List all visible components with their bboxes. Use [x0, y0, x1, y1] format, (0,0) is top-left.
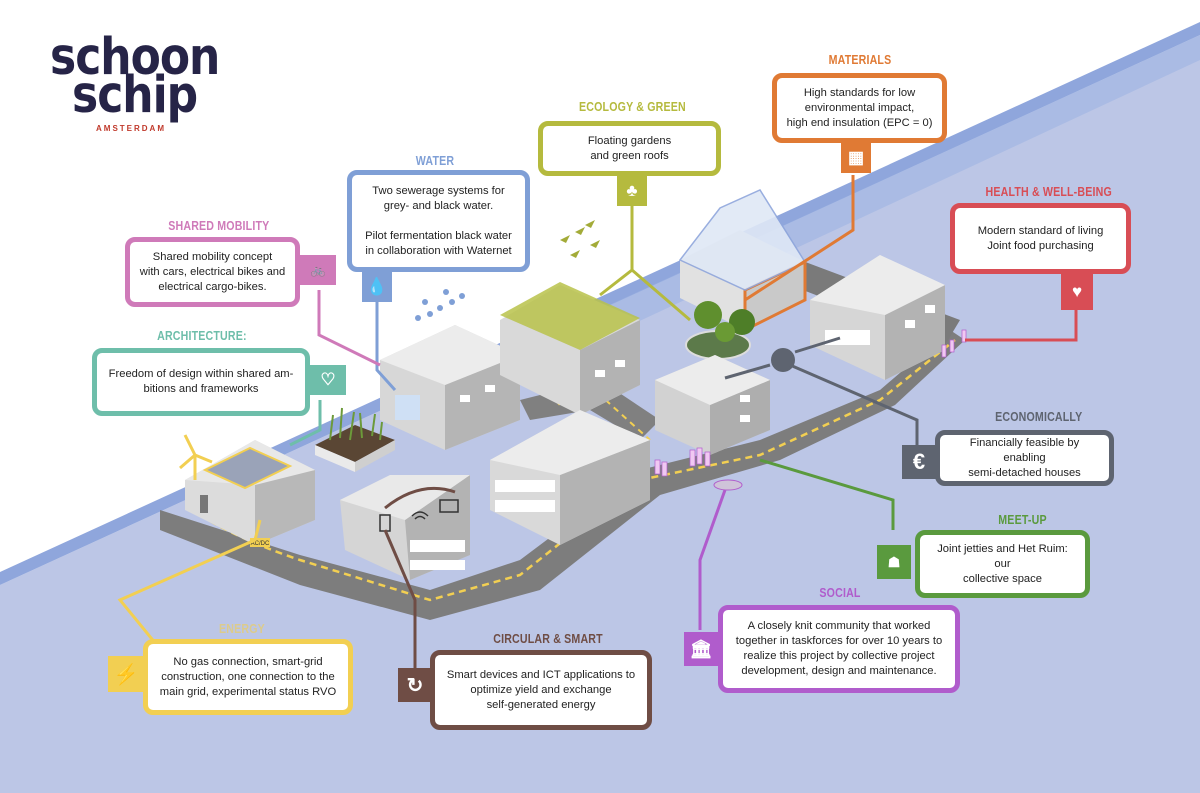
acdc-converter [250, 538, 270, 547]
connector-health [965, 310, 1078, 342]
heartbeat-icon: ♥ [1061, 274, 1093, 310]
exchange-arrows [724, 336, 841, 380]
house-water [380, 325, 520, 450]
architecture-box: Freedom of design within shared am- biti… [92, 348, 310, 416]
architecture-title: ARCHITECTURE: [157, 329, 247, 343]
connector-energy [117, 519, 262, 656]
wifi-icon [411, 511, 429, 520]
water-drop-icon: 💧 [362, 272, 392, 302]
connector-water [375, 300, 397, 392]
house-energy [185, 440, 315, 545]
connector-architecture [289, 400, 322, 447]
energy-title: ENERGY [219, 622, 265, 636]
far-water-strip [445, 35, 1200, 400]
social-box: A closely knit community that worked tog… [718, 605, 960, 693]
connector-circular [383, 529, 417, 670]
meetup-box: Joint jetties and Het Ruim: our collecti… [915, 530, 1090, 598]
logo-line-1: schoon [50, 27, 220, 87]
birds [560, 220, 600, 258]
euro-exchange-icon [771, 348, 795, 372]
economically-box: Financially feasible by enabling semi-de… [935, 430, 1114, 486]
euro-icon: € [902, 445, 936, 479]
logo-line-2: schip [72, 65, 198, 125]
ecology-box: Floating gardens and green roofs [538, 121, 721, 176]
connector-social [698, 489, 727, 630]
mobility-box: Shared mobility concept with cars, elect… [125, 237, 300, 307]
connector-ecology-2 [631, 268, 691, 322]
house-economic-left [655, 355, 770, 455]
schoonschip-logo: schoon schip AMSTERDAM [50, 27, 220, 133]
materials-title: MATERIALS [828, 53, 892, 67]
circular-title: CIRCULAR & SMART [493, 632, 603, 646]
boat [713, 479, 743, 491]
house-smart [340, 475, 470, 580]
connector-mobility [317, 290, 381, 367]
tree-island [685, 301, 755, 360]
acdc-label: AC/DC [251, 541, 270, 547]
institution-icon: 🏛 [684, 632, 718, 666]
logo-subtitle: AMSTERDAM [96, 124, 166, 133]
cargo-bike-icon: 🚲 [300, 255, 336, 285]
connector-meetup [759, 458, 895, 530]
materials-box: High standards for low environmental imp… [772, 73, 947, 143]
house-green-roof [500, 282, 640, 415]
wind-turbine [179, 434, 213, 480]
meetup-title: MEET-UP [998, 513, 1047, 527]
laptop-icon [439, 499, 459, 513]
house-economic-right [810, 255, 945, 380]
connector-ecology [599, 205, 634, 297]
health-box: Modern standard of living Joint food pur… [950, 203, 1131, 274]
connector-lines [117, 175, 1078, 670]
circular-box: Smart devices and ICT applications to op… [430, 650, 652, 730]
mobility-title: SHARED MOBILITY [168, 219, 270, 233]
tree-icon: ♣ [617, 176, 647, 206]
floating-garden [315, 407, 395, 472]
water-title: WATER [415, 154, 455, 168]
solar-panel [202, 446, 293, 490]
jetty-walkway [160, 330, 965, 620]
lightning-icon: ⚡ [108, 656, 144, 692]
group-icon: ☗ [877, 545, 911, 579]
exchange-arrow [384, 486, 456, 510]
ecology-title: ECOLOGY & GREEN [579, 100, 686, 114]
social-title: SOCIAL [819, 586, 861, 600]
economically-title: ECONOMICALLY [995, 410, 1083, 424]
brick-icon: ▦ [841, 143, 871, 173]
water-box: Two sewerage systems for grey- and black… [347, 170, 530, 272]
connector-materials [744, 175, 855, 302]
heart-icon: ♡ [310, 365, 346, 395]
rain-drops [415, 289, 465, 321]
health-title: HEALTH & WELL-BEING [985, 185, 1112, 199]
cycle-icon: ↻ [398, 668, 432, 702]
people [654, 329, 967, 477]
house-large-center [490, 410, 650, 545]
energy-box: No gas connection, smart-grid constructi… [143, 639, 353, 715]
connector-economically [789, 363, 919, 445]
